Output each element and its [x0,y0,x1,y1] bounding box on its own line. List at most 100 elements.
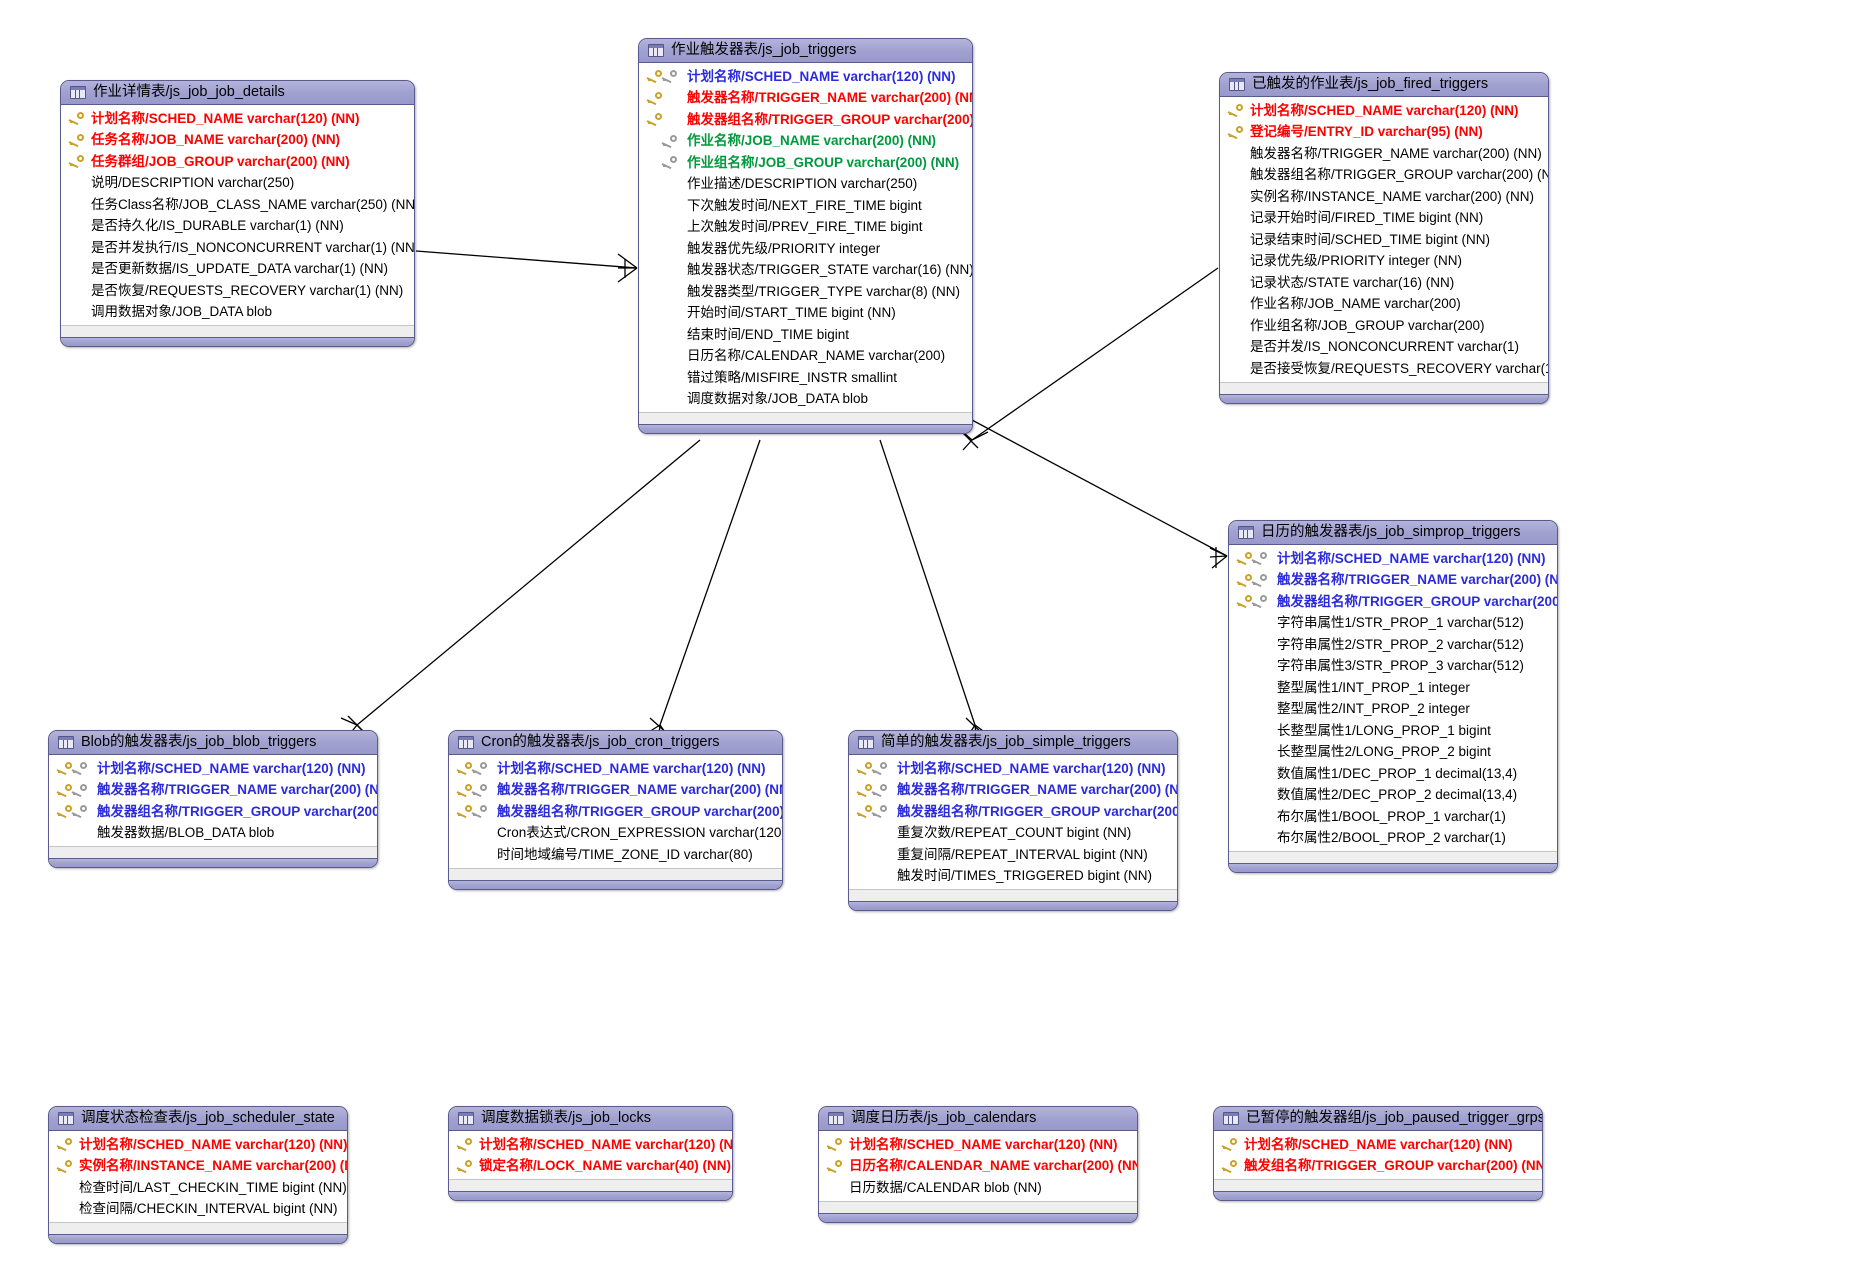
column-row[interactable]: 触发时间/TIMES_TRIGGERED bigint (NN) [849,866,1177,888]
column-row[interactable]: 计划名称/SCHED_NAME varchar(120) (NN) [819,1134,1137,1156]
column-row[interactable]: 计划名称/SCHED_NAME varchar(120) (NN) [1229,548,1557,570]
column-row[interactable]: 触发器组名称/TRIGGER_GROUP varchar(200) (NN) [849,801,1177,823]
column-row[interactable]: 重复间隔/REPEAT_INTERVAL bigint (NN) [849,844,1177,866]
column-row[interactable]: 作业组名称/JOB_GROUP varchar(200) [1220,315,1548,337]
column-row[interactable]: 调用数据对象/JOB_DATA blob [61,302,414,324]
column-row[interactable]: 任务名称/JOB_NAME varchar(200) (NN) [61,130,414,152]
entity-fired_triggers[interactable]: 已触发的作业表/js_job_fired_triggers 计划名称/SCHED_… [1219,72,1549,404]
column-row[interactable]: 计划名称/SCHED_NAME varchar(120) (NN) [1214,1134,1542,1156]
column-row[interactable]: 错过策略/MISFIRE_INSTR smallint [639,367,972,389]
column-row[interactable]: 日历数据/CALENDAR blob (NN) [819,1177,1137,1199]
column-row[interactable]: 任务Class名称/JOB_CLASS_NAME varchar(250) (N… [61,194,414,216]
column-row[interactable]: 是否并发/IS_NONCONCURRENT varchar(1) [1220,337,1548,359]
entity-header-fired_triggers[interactable]: 已触发的作业表/js_job_fired_triggers [1220,73,1548,97]
entity-cron_triggers[interactable]: Cron的触发器表/js_job_cron_triggers 计划名称/SCHED… [448,730,783,890]
column-row[interactable]: 上次触发时间/PREV_FIRE_TIME bigint [639,217,972,239]
column-row[interactable]: 字符串属性2/STR_PROP_2 varchar(512) [1229,634,1557,656]
entity-job_details[interactable]: 作业详情表/js_job_job_details 计划名称/SCHED_NAME … [60,80,415,347]
column-row[interactable]: 开始时间/START_TIME bigint (NN) [639,303,972,325]
column-row[interactable]: 触发器组名称/TRIGGER_GROUP varchar(200) (NN) [49,801,377,823]
entity-blob_triggers[interactable]: Blob的触发器表/js_job_blob_triggers 计划名称/SCHED… [48,730,378,868]
column-row[interactable]: 字符串属性1/STR_PROP_1 varchar(512) [1229,613,1557,635]
column-row[interactable]: 触发器优先级/PRIORITY integer [639,238,972,260]
column-row[interactable]: 作业描述/DESCRIPTION varchar(250) [639,174,972,196]
column-row[interactable]: 记录结束时间/SCHED_TIME bigint (NN) [1220,229,1548,251]
column-row[interactable]: 布尔属性2/BOOL_PROP_2 varchar(1) [1229,828,1557,850]
column-row[interactable]: 重复次数/REPEAT_COUNT bigint (NN) [849,823,1177,845]
entity-locks[interactable]: 调度数据锁表/js_job_locks 计划名称/SCHED_NAME varch… [448,1106,733,1201]
column-row[interactable]: 触发器状态/TRIGGER_STATE varchar(16) (NN) [639,260,972,282]
column-row[interactable]: 作业名称/JOB_NAME varchar(200) (NN) [639,131,972,153]
column-row[interactable]: 时间地域编号/TIME_ZONE_ID varchar(80) [449,844,782,866]
column-row[interactable]: 作业名称/JOB_NAME varchar(200) [1220,294,1548,316]
column-row[interactable]: 记录状态/STATE varchar(16) (NN) [1220,272,1548,294]
column-row[interactable]: 触发器类型/TRIGGER_TYPE varchar(8) (NN) [639,281,972,303]
column-row[interactable]: 实例名称/INSTANCE_NAME varchar(200) (NN) [1220,186,1548,208]
entity-header-triggers[interactable]: 作业触发器表/js_job_triggers [639,39,972,63]
entity-header-cron_triggers[interactable]: Cron的触发器表/js_job_cron_triggers [449,731,782,755]
entity-header-simple_triggers[interactable]: 简单的触发器表/js_job_simple_triggers [849,731,1177,755]
column-row[interactable]: 作业组名称/JOB_GROUP varchar(200) (NN) [639,152,972,174]
column-row[interactable]: 记录开始时间/FIRED_TIME bigint (NN) [1220,208,1548,230]
entity-header-scheduler_state[interactable]: 调度状态检查表/js_job_scheduler_state [49,1107,347,1131]
column-row[interactable]: 数值属性1/DEC_PROP_1 decimal(13,4) [1229,763,1557,785]
column-row[interactable]: 触发器名称/TRIGGER_NAME varchar(200) (NN) [449,780,782,802]
column-row[interactable]: 触发器组名称/TRIGGER_GROUP varchar(200) (NN) [1220,165,1548,187]
column-row[interactable]: 整型属性1/INT_PROP_1 integer [1229,677,1557,699]
column-row[interactable]: 计划名称/SCHED_NAME varchar(120) (NN) [849,758,1177,780]
column-row[interactable]: 触发器名称/TRIGGER_NAME varchar(200) (NN) [639,88,972,110]
column-row[interactable]: 布尔属性1/BOOL_PROP_1 varchar(1) [1229,806,1557,828]
column-row[interactable]: 整型属性2/INT_PROP_2 integer [1229,699,1557,721]
column-row[interactable]: 检查时间/LAST_CHECKIN_TIME bigint (NN) [49,1177,347,1199]
column-row[interactable]: 调度数据对象/JOB_DATA blob [639,389,972,411]
column-row[interactable]: 是否接受恢复/REQUESTS_RECOVERY varchar(1) [1220,358,1548,380]
column-row[interactable]: 计划名称/SCHED_NAME varchar(120) (NN) [449,758,782,780]
entity-header-locks[interactable]: 调度数据锁表/js_job_locks [449,1107,732,1131]
entity-header-calendars[interactable]: 调度日历表/js_job_calendars [819,1107,1137,1131]
entity-calendars[interactable]: 调度日历表/js_job_calendars 计划名称/SCHED_NAME va… [818,1106,1138,1223]
column-row[interactable]: 是否持久化/IS_DURABLE varchar(1) (NN) [61,216,414,238]
column-row[interactable]: 触发器组名称/TRIGGER_GROUP varchar(200) (NN) [639,109,972,131]
column-row[interactable]: 说明/DESCRIPTION varchar(250) [61,173,414,195]
column-row[interactable]: Cron表达式/CRON_EXPRESSION varchar(120) (NN… [449,823,782,845]
column-row[interactable]: 下次触发时间/NEXT_FIRE_TIME bigint [639,195,972,217]
column-row[interactable]: 触发器名称/TRIGGER_NAME varchar(200) (NN) [1220,143,1548,165]
column-row[interactable]: 计划名称/SCHED_NAME varchar(120) (NN) [639,66,972,88]
column-row[interactable]: 锁定名称/LOCK_NAME varchar(40) (NN) [449,1156,732,1178]
column-row[interactable]: 计划名称/SCHED_NAME varchar(120) (NN) [1220,100,1548,122]
column-row[interactable]: 检查间隔/CHECKIN_INTERVAL bigint (NN) [49,1199,347,1221]
column-row[interactable]: 字符串属性3/STR_PROP_3 varchar(512) [1229,656,1557,678]
column-row[interactable]: 长整型属性1/LONG_PROP_1 bigint [1229,720,1557,742]
column-row[interactable]: 触发器名称/TRIGGER_NAME varchar(200) (NN) [1229,570,1557,592]
column-row[interactable]: 触发器数据/BLOB_DATA blob [49,823,377,845]
column-row[interactable]: 触发器组名称/TRIGGER_GROUP varchar(200) (NN) [1229,591,1557,613]
column-row[interactable]: 计划名称/SCHED_NAME varchar(120) (NN) [449,1134,732,1156]
column-row[interactable]: 计划名称/SCHED_NAME varchar(120) (NN) [49,758,377,780]
entity-simple_triggers[interactable]: 简单的触发器表/js_job_simple_triggers 计划名称/SCHED… [848,730,1178,911]
entity-paused_trigger_grps[interactable]: 已暂停的触发器组/js_job_paused_trigger_grps 计划名称/… [1213,1106,1543,1201]
column-row[interactable]: 触发组名称/TRIGGER_GROUP varchar(200) (NN) [1214,1156,1542,1178]
column-row[interactable]: 触发器组名称/TRIGGER_GROUP varchar(200) (NN) [449,801,782,823]
column-row[interactable]: 实例名称/INSTANCE_NAME varchar(200) (NN) [49,1156,347,1178]
column-row[interactable]: 结束时间/END_TIME bigint [639,324,972,346]
column-row[interactable]: 登记编号/ENTRY_ID varchar(95) (NN) [1220,122,1548,144]
column-row[interactable]: 计划名称/SCHED_NAME varchar(120) (NN) [49,1134,347,1156]
entity-header-paused_trigger_grps[interactable]: 已暂停的触发器组/js_job_paused_trigger_grps [1214,1107,1542,1131]
column-row[interactable]: 触发器名称/TRIGGER_NAME varchar(200) (NN) [49,780,377,802]
column-row[interactable]: 是否恢复/REQUESTS_RECOVERY varchar(1) (NN) [61,280,414,302]
column-row[interactable]: 计划名称/SCHED_NAME varchar(120) (NN) [61,108,414,130]
column-row[interactable]: 日历名称/CALENDAR_NAME varchar(200) [639,346,972,368]
column-row[interactable]: 记录优先级/PRIORITY integer (NN) [1220,251,1548,273]
column-row[interactable]: 是否并发执行/IS_NONCONCURRENT varchar(1) (NN) [61,237,414,259]
entity-triggers[interactable]: 作业触发器表/js_job_triggers 计划名称/SCHED_NAME va… [638,38,973,434]
entity-header-blob_triggers[interactable]: Blob的触发器表/js_job_blob_triggers [49,731,377,755]
column-row[interactable]: 是否更新数据/IS_UPDATE_DATA varchar(1) (NN) [61,259,414,281]
column-row[interactable]: 触发器名称/TRIGGER_NAME varchar(200) (NN) [849,780,1177,802]
column-row[interactable]: 任务群组/JOB_GROUP varchar(200) (NN) [61,151,414,173]
entity-header-job_details[interactable]: 作业详情表/js_job_job_details [61,81,414,105]
entity-scheduler_state[interactable]: 调度状态检查表/js_job_scheduler_state 计划名称/SCHED… [48,1106,348,1244]
column-row[interactable]: 数值属性2/DEC_PROP_2 decimal(13,4) [1229,785,1557,807]
entity-header-simprop_triggers[interactable]: 日历的触发器表/js_job_simprop_triggers [1229,521,1557,545]
entity-simprop_triggers[interactable]: 日历的触发器表/js_job_simprop_triggers 计划名称/SCHE… [1228,520,1558,873]
column-row[interactable]: 日历名称/CALENDAR_NAME varchar(200) (NN) [819,1156,1137,1178]
